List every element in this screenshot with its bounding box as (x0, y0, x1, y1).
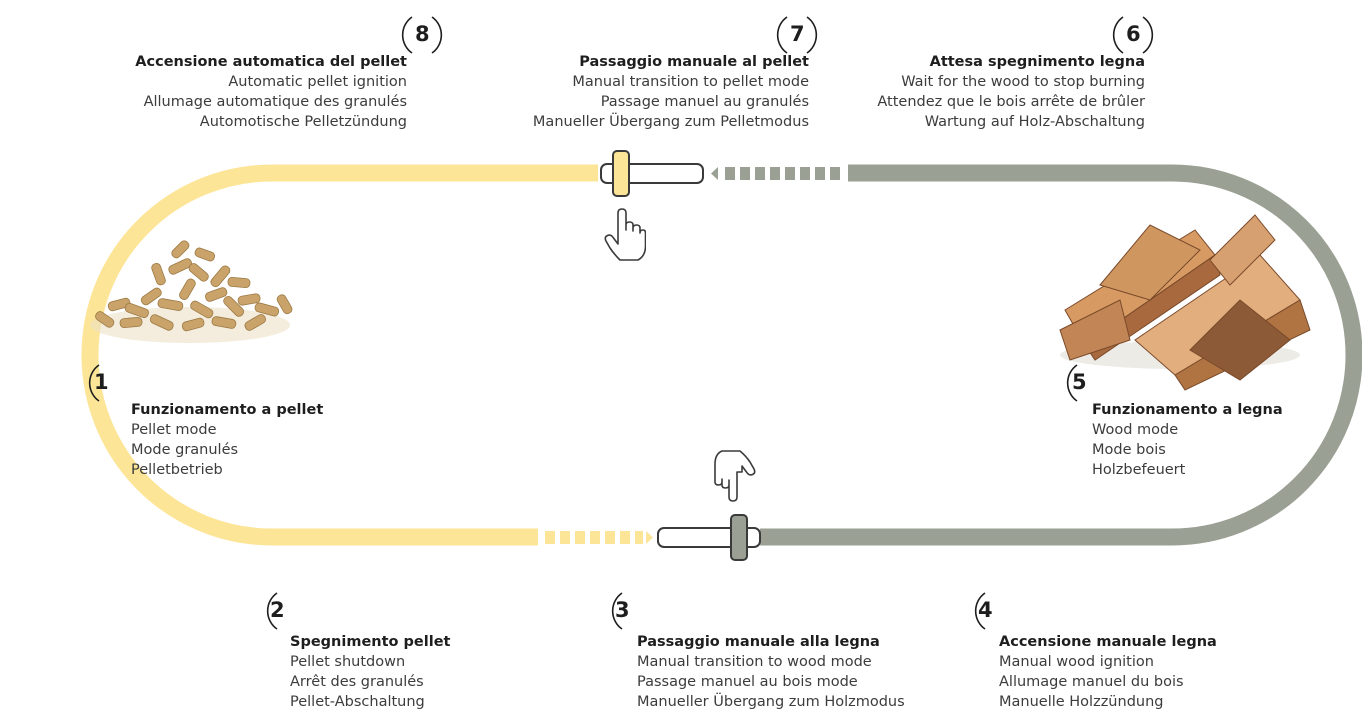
step-6-de: Wartung auf Holz-Abschaltung (924, 114, 1145, 130)
step-number-8: 8 (415, 22, 430, 46)
step-7-title: Passaggio manuale al pellet (579, 54, 809, 70)
step-2-text: Spegnimento pellet Pellet shutdown Arrêt… (290, 632, 450, 711)
step-number-4: 4 (978, 598, 993, 622)
step-7-fr: Passage manuel au granulés (600, 94, 809, 110)
step-6-title: Attesa spegnimento legna (929, 54, 1145, 70)
step-number-3: 3 (615, 598, 630, 622)
firewood-image (1059, 214, 1311, 391)
step-5-title: Funzionamento a legna (1092, 402, 1283, 418)
pointing-hand-down-icon (714, 450, 756, 502)
pointing-hand-up-icon (604, 208, 646, 261)
step-5-text: Funzionamento a legna Wood mode Mode boi… (1092, 400, 1283, 480)
step-3-title: Passaggio manuale alla legna (637, 634, 880, 650)
step-3-text: Passaggio manuale alla legna Manual tran… (637, 632, 905, 711)
step-number-7: 7 (790, 22, 805, 46)
step-number-5: 5 (1072, 370, 1087, 394)
step-1-fr: Mode granulés (131, 442, 239, 458)
step-7-text: Passaggio manuale al pellet Manual trans… (533, 52, 809, 132)
pellet-loop-track (81, 164, 653, 546)
step-number-2: 2 (270, 598, 285, 622)
bottom-switch-icon (657, 514, 761, 561)
step-2-title: Spegnimento pellet (290, 634, 451, 650)
step-3-de: Manueller Übergang zum Holzmodus (637, 694, 905, 710)
step-8-de: Automotische Pelletzündung (199, 114, 407, 130)
step-1-de: Pelletbetrieb (131, 462, 223, 478)
step-2-en: Pellet shutdown (290, 654, 406, 670)
step-4-en: Manual wood ignition (999, 654, 1154, 670)
step-5-de: Holzbefeuert (1092, 462, 1186, 478)
step-number-1: 1 (94, 370, 109, 394)
step-8-fr: Allumage automatique des granulés (143, 94, 407, 110)
step-8-en: Automatic pellet ignition (228, 74, 407, 90)
step-4-title: Accensione manuale legna (999, 634, 1217, 650)
step-8-text: Accensione automatica del pellet Automat… (135, 52, 407, 132)
pellet-pile-image (90, 240, 293, 343)
step-number-brackets (88, 16, 1154, 630)
step-2-fr: Arrêt des granulés (290, 674, 424, 690)
step-3-en: Manual transition to wood mode (637, 654, 872, 670)
step-7-de: Manueller Übergang zum Pelletmodus (532, 114, 809, 130)
step-8-title: Accensione automatica del pellet (135, 54, 407, 70)
step-4-text: Accensione manuale legna Manual wood ign… (999, 632, 1217, 711)
wood-loop-track (711, 164, 1362, 546)
step-7-en: Manual transition to pellet mode (572, 74, 809, 90)
step-6-en: Wait for the wood to stop burning (901, 74, 1145, 90)
step-5-en: Wood mode (1092, 422, 1179, 438)
top-switch-icon (600, 150, 704, 197)
step-2-de: Pellet-Abschaltung (290, 694, 425, 710)
step-6-fr: Attendez que le bois arrête de brûler (877, 94, 1145, 110)
step-6-text: Attesa spegnimento legna Wait for the wo… (877, 52, 1145, 132)
step-3-fr: Passage manuel au bois mode (637, 674, 858, 690)
step-1-title: Funzionamento a pellet (131, 402, 324, 418)
step-4-fr: Allumage manuel du bois (999, 674, 1184, 690)
step-5-fr: Mode bois (1092, 442, 1166, 458)
step-1-en: Pellet mode (131, 422, 217, 438)
step-number-6: 6 (1126, 22, 1141, 46)
step-4-de: Manuelle Holzzündung (999, 694, 1164, 710)
step-1-text: Funzionamento a pellet Pellet mode Mode … (131, 400, 323, 480)
